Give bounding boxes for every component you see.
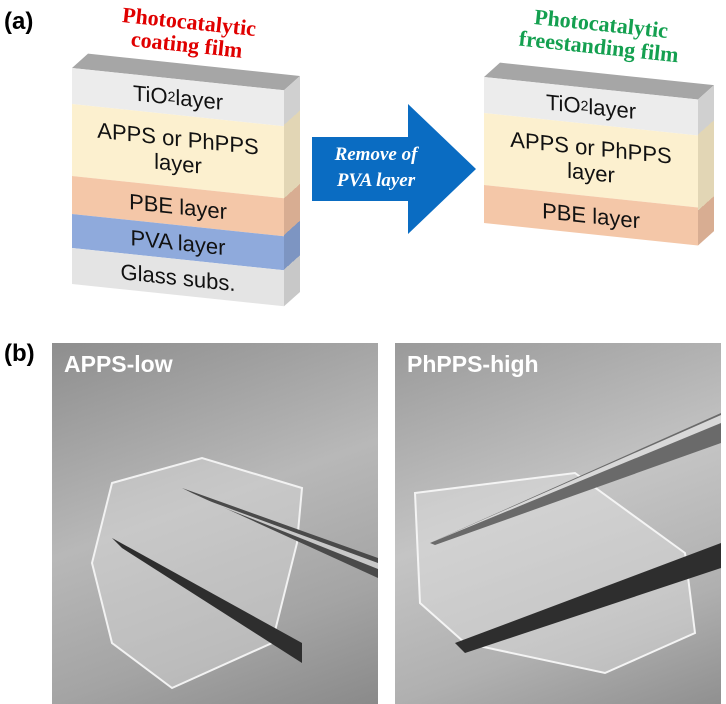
photo-label: APPS-low	[64, 351, 173, 377]
photo-label: PhPPS-high	[407, 351, 539, 377]
panel-b-label: (b)	[4, 340, 35, 367]
panel-a-label: (a)	[4, 8, 34, 35]
stack-side-face	[284, 75, 300, 307]
film-with-tweezers-image	[413, 413, 721, 675]
film-with-tweezers-image	[90, 456, 378, 690]
arrow-right-icon	[312, 104, 476, 234]
photo-phpps-high: PhPPS-high	[395, 343, 721, 704]
photo-apps-low: APPS-low	[52, 343, 378, 704]
stack-side-face	[698, 85, 714, 246]
